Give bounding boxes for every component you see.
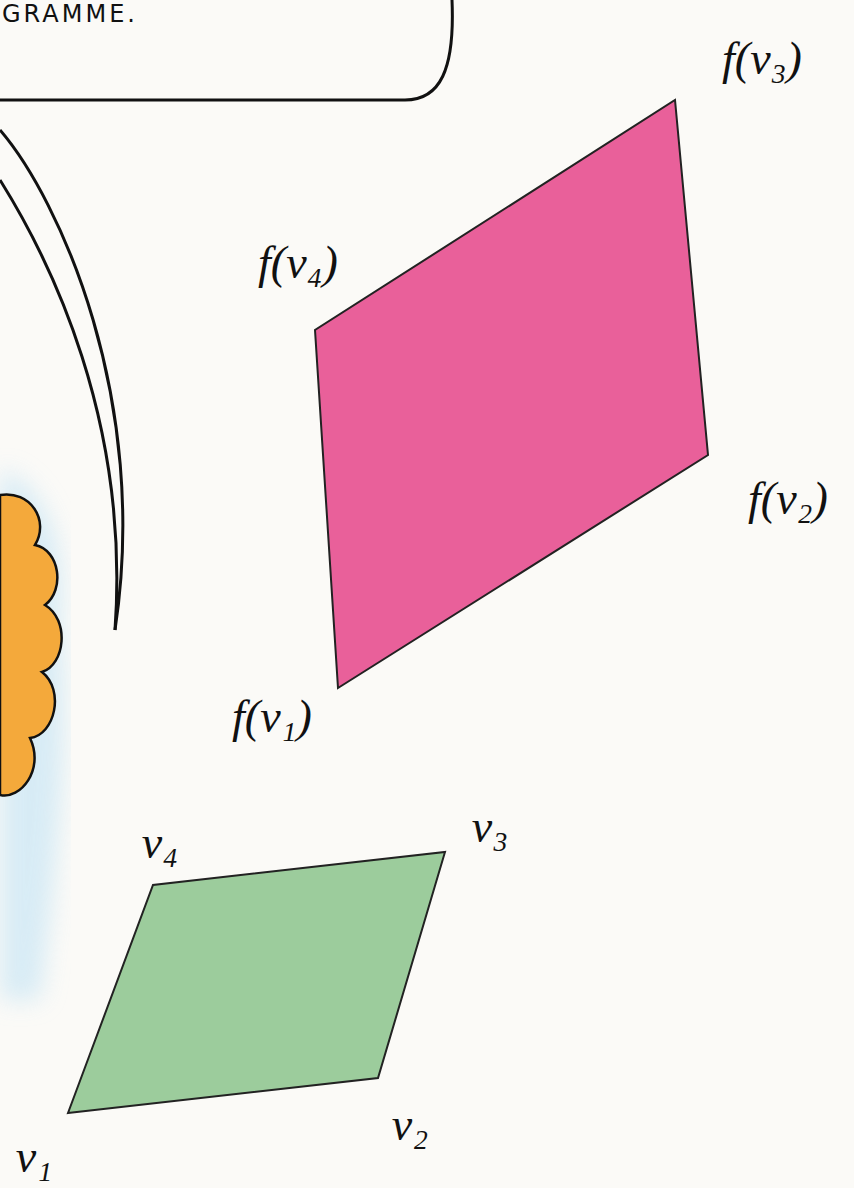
parallelogram [68, 852, 445, 1113]
blue-shade [0, 470, 64, 1000]
vertex-label: v₂ [392, 1098, 428, 1151]
vertex-label: v₄ [142, 816, 178, 869]
image-parallelogram [315, 100, 708, 688]
bubble-tail [0, 180, 117, 630]
speech-bubble-text: GRAMME. [2, 0, 138, 28]
vertex-label: f(v₄) [258, 236, 338, 289]
bubble-tail [0, 130, 123, 630]
speech-bubble [0, 0, 452, 100]
bubble-text: GRAMME. [2, 0, 138, 28]
orange-cloud [0, 494, 62, 795]
vertex-label: f(v₂) [748, 472, 828, 525]
vertex-label: f(v₃) [722, 32, 802, 85]
vertex-label: v₁ [16, 1130, 52, 1183]
vertex-label: v₃ [472, 800, 508, 853]
vertex-label: f(v₁) [232, 690, 312, 743]
